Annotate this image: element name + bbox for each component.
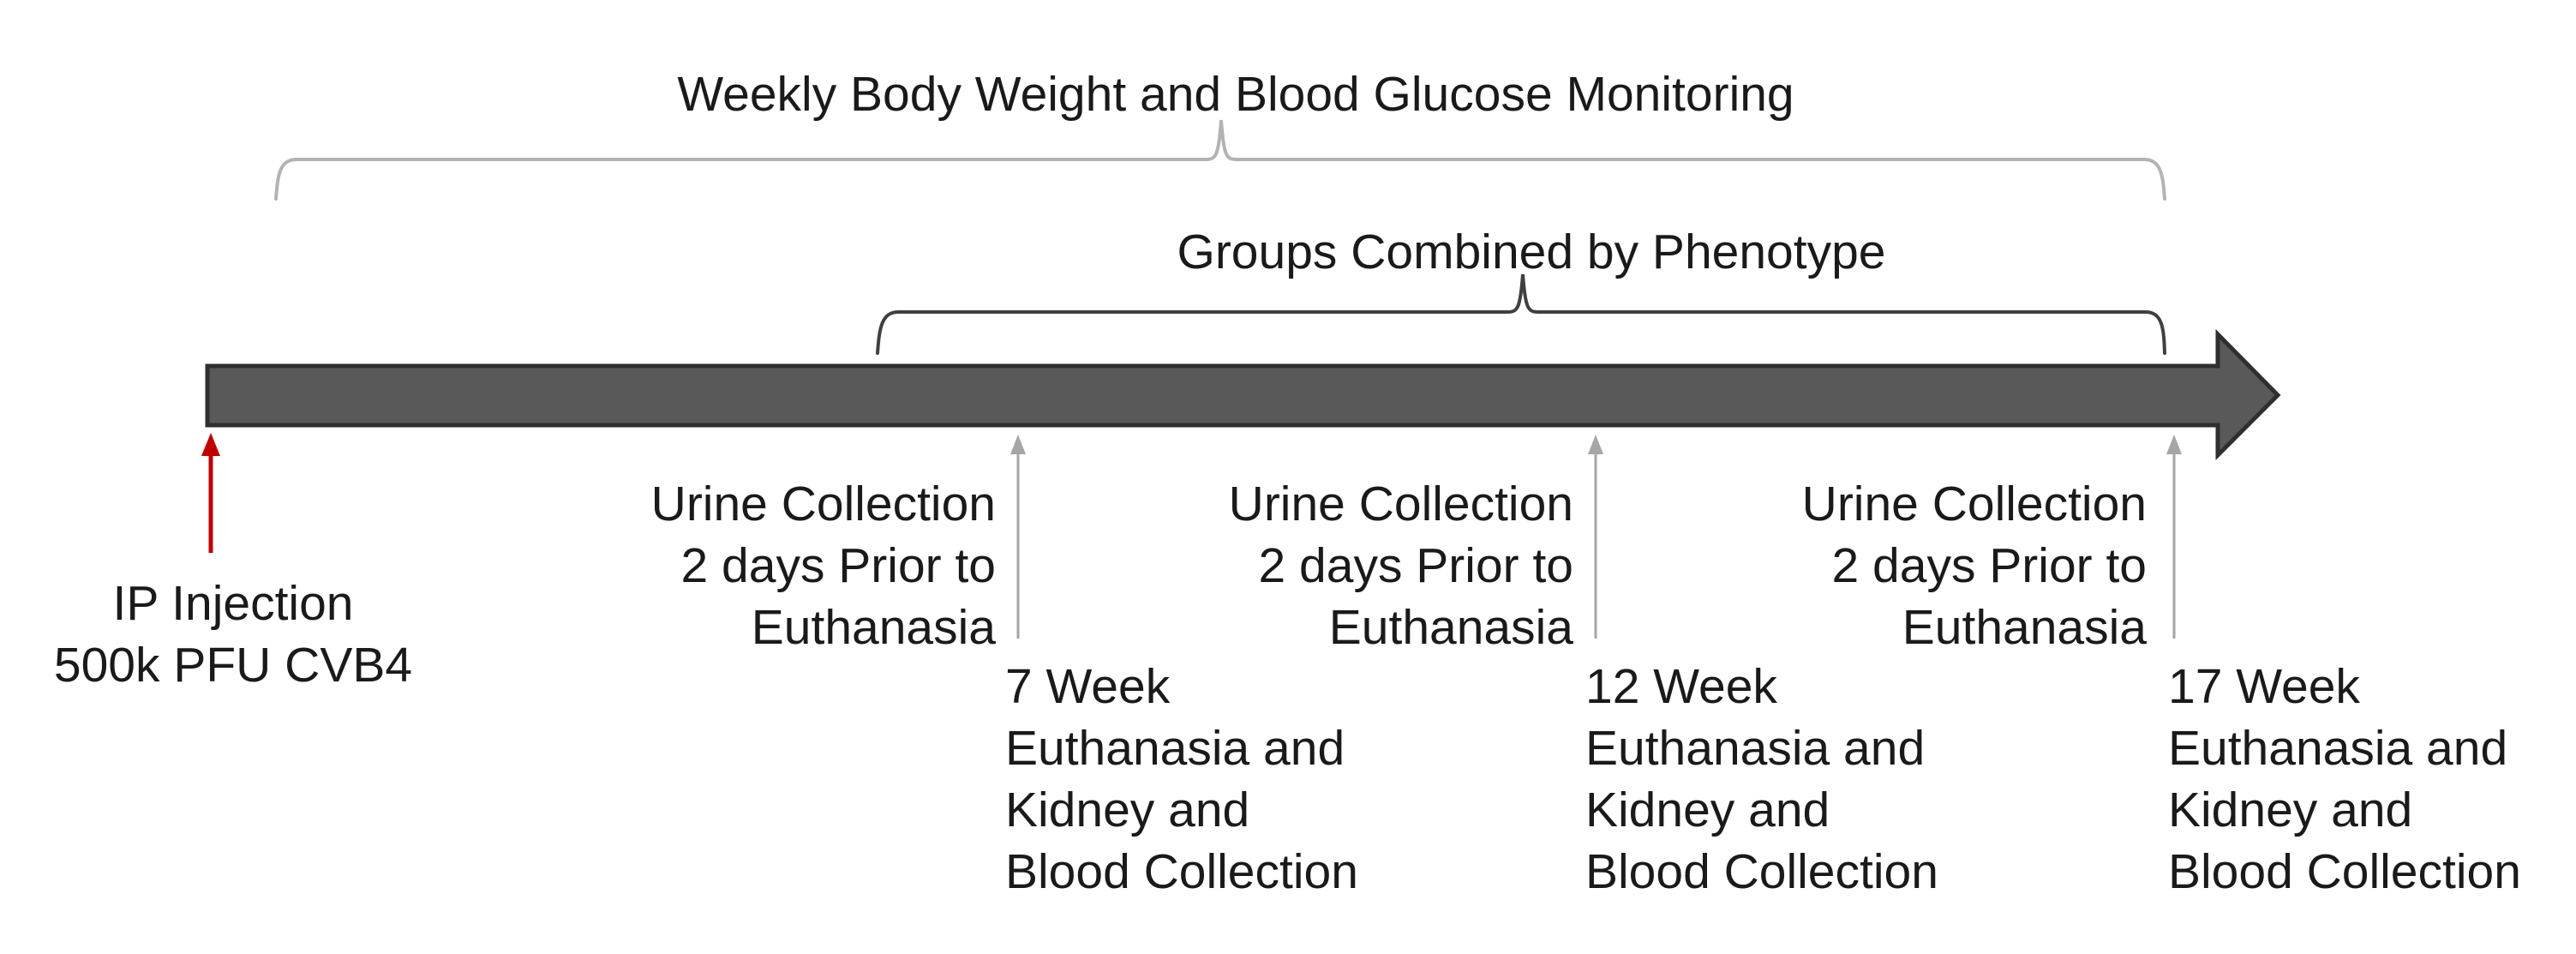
week7-line4: Blood Collection	[1005, 844, 1358, 899]
monitoring-label: Weekly Body Weight and Blood Glucose Mon…	[677, 67, 1794, 122]
phenotype-label: Groups Combined by Phenotype	[1177, 225, 1886, 279]
week17-line4: Blood Collection	[2168, 844, 2521, 899]
timeline-arrow	[205, 328, 2281, 461]
event-arrow-week12-head	[1588, 435, 1603, 454]
week17-line1: 17 Week	[2168, 659, 2360, 714]
event-arrow-week7-head	[1010, 435, 1026, 454]
injection-label-line1: IP Injection	[112, 576, 354, 631]
monitoring-brace	[274, 119, 2166, 201]
week12-line3: Kidney and	[1585, 783, 1830, 837]
week7-line3: Kidney and	[1005, 783, 1250, 837]
urine-week7-line3: Euthanasia	[751, 600, 996, 655]
week7-line1: 7 Week	[1005, 659, 1171, 714]
urine-week12-line1: Urine Collection	[1228, 477, 1573, 531]
urine-week7-line2: 2 days Prior to	[680, 538, 997, 593]
week17-label: 17 Week Euthanasia and Kidney and Blood …	[2168, 656, 2521, 903]
week7-label: 7 Week Euthanasia and Kidney and Blood C…	[1005, 656, 1358, 903]
urine-label-week7: Urine Collection 2 days Prior to Euthana…	[651, 473, 996, 658]
week17-line2: Euthanasia and	[2168, 721, 2508, 776]
phenotype-brace	[876, 273, 2166, 355]
week7-line2: Euthanasia and	[1005, 721, 1345, 776]
week12-label: 12 Week Euthanasia and Kidney and Blood …	[1585, 656, 1938, 903]
urine-week12-line2: 2 days Prior to	[1258, 538, 1574, 593]
urine-week12-line3: Euthanasia	[1328, 600, 1573, 655]
injection-label-line2: 500k PFU CVB4	[53, 638, 413, 693]
urine-week17-line1: Urine Collection	[1801, 477, 2147, 531]
urine-week17-line2: 2 days Prior to	[1831, 538, 2148, 593]
injection-label: IP Injection 500k PFU CVB4	[54, 573, 412, 696]
event-arrow-week17-head	[2166, 435, 2182, 454]
week17-line3: Kidney and	[2168, 783, 2413, 837]
urine-label-week17: Urine Collection 2 days Prior to Euthana…	[1802, 473, 2147, 658]
event-arrow-week17	[2166, 435, 2182, 639]
week12-line1: 12 Week	[1585, 659, 1777, 714]
urine-week7-line1: Urine Collection	[650, 477, 996, 531]
urine-week17-line3: Euthanasia	[1902, 600, 2147, 655]
urine-label-week12: Urine Collection 2 days Prior to Euthana…	[1229, 473, 1573, 658]
week12-line2: Euthanasia and	[1585, 721, 1926, 776]
event-arrow-week12	[1588, 435, 1603, 639]
injection-arrow-head	[201, 433, 220, 456]
injection-arrow	[201, 433, 220, 553]
event-arrow-week7	[1010, 435, 1026, 639]
week12-line4: Blood Collection	[1585, 844, 1938, 899]
